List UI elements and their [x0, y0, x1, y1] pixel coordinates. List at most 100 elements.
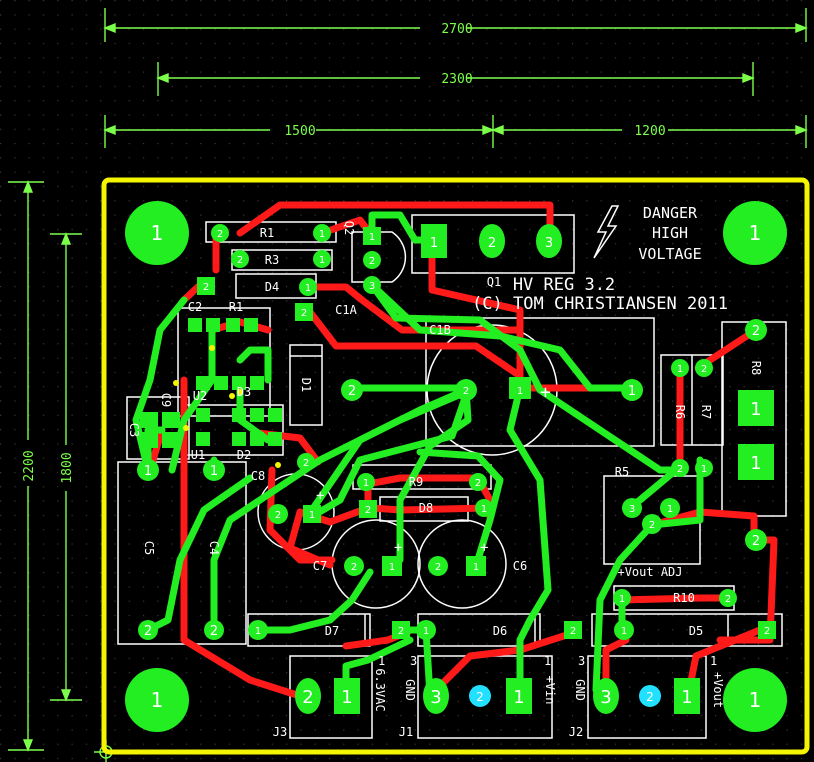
- svg-text:C7: C7: [313, 559, 327, 573]
- svg-text:2: 2: [237, 255, 243, 266]
- svg-text:C8: C8: [251, 469, 265, 483]
- svg-text:2: 2: [463, 386, 469, 397]
- svg-text:1: 1: [681, 687, 692, 708]
- svg-text:2: 2: [203, 282, 209, 293]
- svg-text:2: 2: [275, 510, 281, 521]
- svg-text:U1: U1: [191, 448, 205, 462]
- warning-block: DANGER HIGH VOLTAGE: [593, 204, 702, 263]
- svg-text:1: 1: [144, 464, 152, 479]
- svg-text:2: 2: [752, 534, 760, 549]
- svg-text:3: 3: [545, 236, 553, 251]
- svg-text:2: 2: [570, 626, 576, 637]
- svg-text:1: 1: [305, 283, 311, 294]
- svg-text:2: 2: [677, 464, 683, 475]
- dim-left-span: 1500: [284, 124, 315, 139]
- svg-text:J3: J3: [273, 725, 287, 739]
- svg-text:R9: R9: [409, 475, 423, 489]
- svg-text:2: 2: [752, 324, 760, 339]
- svg-text:D8: D8: [419, 501, 433, 515]
- warning-line-1: DANGER: [643, 204, 698, 222]
- svg-text:2: 2: [303, 458, 309, 469]
- svg-text:1: 1: [513, 687, 524, 708]
- svg-text:1: 1: [369, 232, 375, 243]
- svg-text:+: +: [316, 488, 324, 504]
- svg-text:1: 1: [319, 229, 325, 240]
- svg-text:1: 1: [363, 478, 369, 489]
- svg-text:U2: U2: [193, 389, 207, 403]
- svg-text:1: 1: [677, 364, 683, 375]
- svg-text:2: 2: [217, 229, 223, 240]
- svg-text:D6: D6: [493, 624, 507, 638]
- dim-top-width: 2700: [441, 22, 472, 37]
- svg-text:1: 1: [389, 562, 395, 573]
- svg-text:D7: D7: [325, 624, 339, 638]
- j2-gnd-label: GND: [573, 679, 587, 701]
- warning-line-3: VOLTAGE: [638, 245, 701, 263]
- mounting-holes: [125, 201, 787, 732]
- svg-text:C1B: C1B: [429, 323, 451, 337]
- board-outline: [101, 177, 810, 755]
- svg-text:R8: R8: [749, 361, 763, 375]
- svg-text:1: 1: [619, 594, 625, 605]
- svg-text:+: +: [480, 540, 488, 556]
- svg-text:1: 1: [544, 654, 551, 668]
- mount-hole-3-label: 1: [151, 688, 164, 712]
- dim-right-span: 1200: [634, 124, 665, 139]
- svg-text:R6: R6: [673, 405, 687, 419]
- svg-text:2: 2: [646, 690, 654, 704]
- svg-text:C5: C5: [142, 541, 156, 555]
- component-pads: [137, 224, 776, 714]
- svg-text:J1: J1: [399, 725, 413, 739]
- svg-text:D5: D5: [689, 624, 703, 638]
- mount-hole-2-label: 1: [749, 221, 762, 245]
- svg-text:2: 2: [488, 236, 496, 251]
- dim-board-height: 2200: [22, 450, 37, 481]
- svg-text:C2: C2: [188, 300, 202, 314]
- svg-text:R7: R7: [699, 405, 713, 419]
- svg-text:1: 1: [319, 255, 325, 266]
- svg-text:1: 1: [701, 464, 707, 475]
- pad-numbers: 1 2 3 1 2 3 2 1 2 1 2 1 2 2 2 1 1 2 1 1 …: [144, 229, 770, 708]
- vout-adj-label: +Vout ADJ: [617, 565, 682, 579]
- svg-text:C9: C9: [159, 393, 173, 407]
- svg-text:1: 1: [430, 236, 438, 251]
- svg-text:R3: R3: [265, 253, 279, 267]
- svg-text:C1A: C1A: [335, 303, 357, 317]
- svg-text:1: 1: [710, 654, 717, 668]
- svg-text:1: 1: [481, 504, 487, 515]
- svg-text:1: 1: [517, 386, 523, 397]
- svg-text:1: 1: [255, 626, 261, 637]
- silkscreen-outlines: [117, 214, 787, 739]
- svg-text:1: 1: [628, 384, 636, 399]
- svg-text:1: 1: [423, 626, 429, 637]
- svg-text:1: 1: [473, 562, 479, 573]
- svg-text:2: 2: [144, 624, 152, 639]
- svg-text:3: 3: [578, 654, 585, 668]
- dim-inner-width: 2300: [441, 72, 472, 87]
- svg-text:2: 2: [351, 562, 357, 573]
- svg-text:2: 2: [476, 690, 484, 704]
- svg-text:C4: C4: [207, 541, 221, 555]
- svg-text:2: 2: [435, 562, 441, 573]
- j3-signal-label: 6.3VAC: [373, 668, 387, 711]
- mount-hole-1-label: 1: [151, 221, 164, 245]
- lightning-bolt-icon: [593, 205, 620, 259]
- svg-text:1: 1: [210, 464, 218, 479]
- svg-text:2: 2: [398, 626, 404, 637]
- svg-text:R1: R1: [229, 300, 243, 314]
- svg-text:1: 1: [378, 654, 385, 668]
- svg-text:R10: R10: [673, 591, 695, 605]
- svg-text:2: 2: [725, 594, 731, 605]
- svg-text:1: 1: [667, 504, 673, 515]
- svg-text:3: 3: [369, 281, 375, 292]
- svg-text:3: 3: [430, 687, 441, 708]
- svg-text:2: 2: [649, 520, 655, 531]
- svg-text:3: 3: [629, 504, 635, 515]
- svg-text:D3: D3: [237, 385, 251, 399]
- svg-text:+: +: [540, 382, 551, 403]
- svg-text:1: 1: [750, 453, 761, 474]
- svg-text:1: 1: [750, 399, 761, 420]
- svg-text:2: 2: [210, 624, 218, 639]
- j3-gnd-label: GND: [403, 679, 417, 701]
- reference-designators: R1 R3 D4 Q2 Q1 C2 R1 C1A C1B D1 U2 D3 C9…: [127, 221, 763, 739]
